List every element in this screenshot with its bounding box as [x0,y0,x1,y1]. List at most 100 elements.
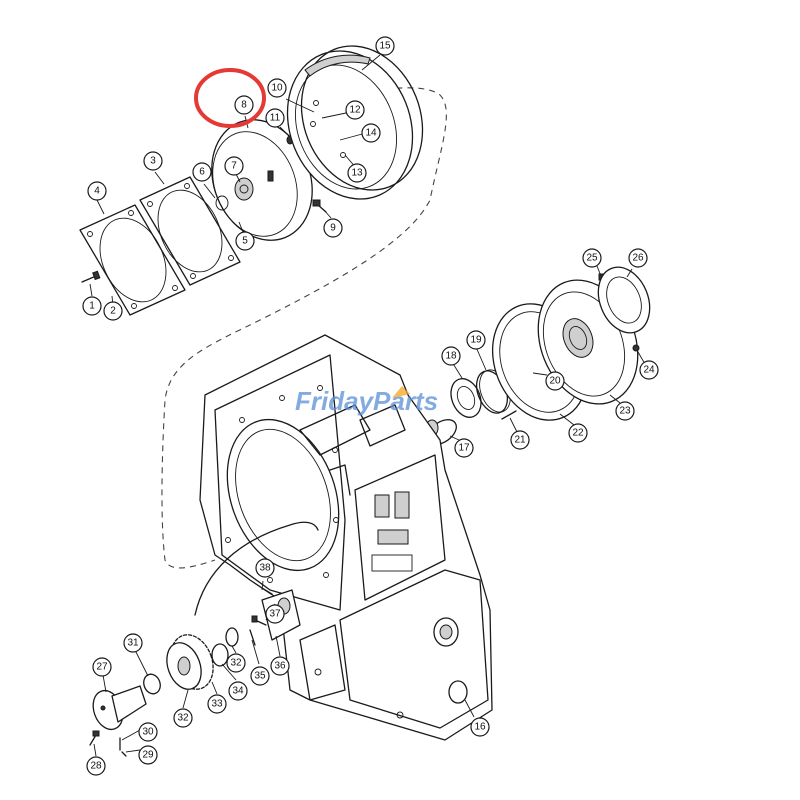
svg-text:13: 13 [351,168,363,179]
callout-3: 3 [143,151,163,171]
callout-7: 7 [224,156,244,176]
bolt-37 [251,615,267,626]
callout-12: 12 [345,100,365,120]
svg-text:7: 7 [231,161,237,172]
transmission-housing-16 [199,334,493,741]
svg-text:26: 26 [632,253,644,264]
svg-text:27: 27 [96,662,108,673]
pin-21 [501,410,517,420]
svg-text:23: 23 [619,406,631,417]
svg-text:31: 31 [127,638,139,649]
callout-16: 16 [470,717,490,737]
callout-15: 15 [375,36,395,56]
svg-text:30: 30 [142,727,154,738]
callout-32a: 32 [226,653,246,673]
watermark-text: FridayParts [295,386,438,416]
callout-38: 38 [255,558,275,578]
washer-29-30 [119,737,127,757]
plug-24 [632,344,640,352]
callout-34: 34 [228,681,248,701]
svg-text:17: 17 [458,443,470,454]
oil-line [194,521,319,616]
callout-18: 18 [441,346,461,366]
bolt-28 [89,730,100,746]
svg-text:6: 6 [199,167,205,178]
svg-text:15: 15 [379,41,391,52]
callout-37: 37 [265,604,285,624]
svg-text:25: 25 [586,253,598,264]
svg-text:20: 20 [549,376,561,387]
svg-text:37: 37 [269,609,281,620]
callout-17: 17 [454,438,474,458]
shaft-flange-27 [92,685,147,731]
watermark-accent-icon [392,386,410,398]
seal-31 [143,673,161,695]
callout-6: 6 [192,162,212,182]
callout-2: 2 [103,301,123,321]
svg-text:35: 35 [254,671,266,682]
svg-text:14: 14 [365,128,377,139]
svg-text:36: 36 [274,661,286,672]
callout-10: 10 [267,78,287,98]
bearing-18 [450,378,482,418]
svg-text:12: 12 [349,105,361,116]
watermark: FridayParts [295,386,438,416]
callout-35: 35 [250,666,270,686]
svg-text:16: 16 [474,722,486,733]
callout-13: 13 [347,163,367,183]
bolt-1 [81,270,101,283]
svg-text:22: 22 [572,428,584,439]
pin-35 [249,629,256,646]
svg-text:28: 28 [90,761,102,772]
callout-4: 4 [87,181,107,201]
callout-9: 9 [323,218,343,238]
svg-text:8: 8 [241,100,247,111]
svg-text:32: 32 [230,658,242,669]
gear-33 [166,634,214,690]
svg-text:10: 10 [271,83,283,94]
svg-text:34: 34 [232,686,244,697]
svg-text:19: 19 [470,335,482,346]
callout-22: 22 [568,423,588,443]
highlight-ring [194,68,266,128]
callout-32b: 32 [173,708,193,728]
assembly-boundary [161,87,447,569]
spacer-32 [225,627,239,647]
callout-11: 11 [265,108,285,128]
callout-24: 24 [639,360,659,380]
gasket-26 [597,266,651,334]
callout-20: 20 [545,371,565,391]
svg-text:18: 18 [445,351,457,362]
callout-21: 21 [510,430,530,450]
callout-29: 29 [138,745,158,765]
svg-text:1: 1 [89,301,95,312]
callout-23: 23 [615,401,635,421]
svg-text:2: 2 [110,306,116,317]
callout-19: 19 [466,330,486,350]
bolt-38 [261,587,273,595]
gasket-4 [79,204,186,316]
bearing-34 [211,643,229,667]
callout-31: 31 [123,633,143,653]
callout-36: 36 [270,656,290,676]
gasket-3 [139,176,241,286]
svg-text:11: 11 [270,113,281,124]
svg-text:5: 5 [242,236,248,247]
callout-14: 14 [361,123,381,143]
callout-1: 1 [82,296,102,316]
svg-text:32: 32 [177,713,189,724]
svg-text:29: 29 [142,750,154,761]
svg-text:24: 24 [643,365,655,376]
svg-text:9: 9 [330,223,336,234]
flywheel-housing-15 [286,45,424,200]
svg-text:3: 3 [150,156,156,167]
callout-8: 8 [234,95,254,115]
callout-26: 26 [628,248,648,268]
callout-30: 30 [138,722,158,742]
callout-25: 25 [582,248,602,268]
svg-text:38: 38 [259,563,271,574]
callout-28: 28 [86,756,106,776]
callout-5: 5 [235,231,255,251]
svg-text:33: 33 [211,699,223,710]
